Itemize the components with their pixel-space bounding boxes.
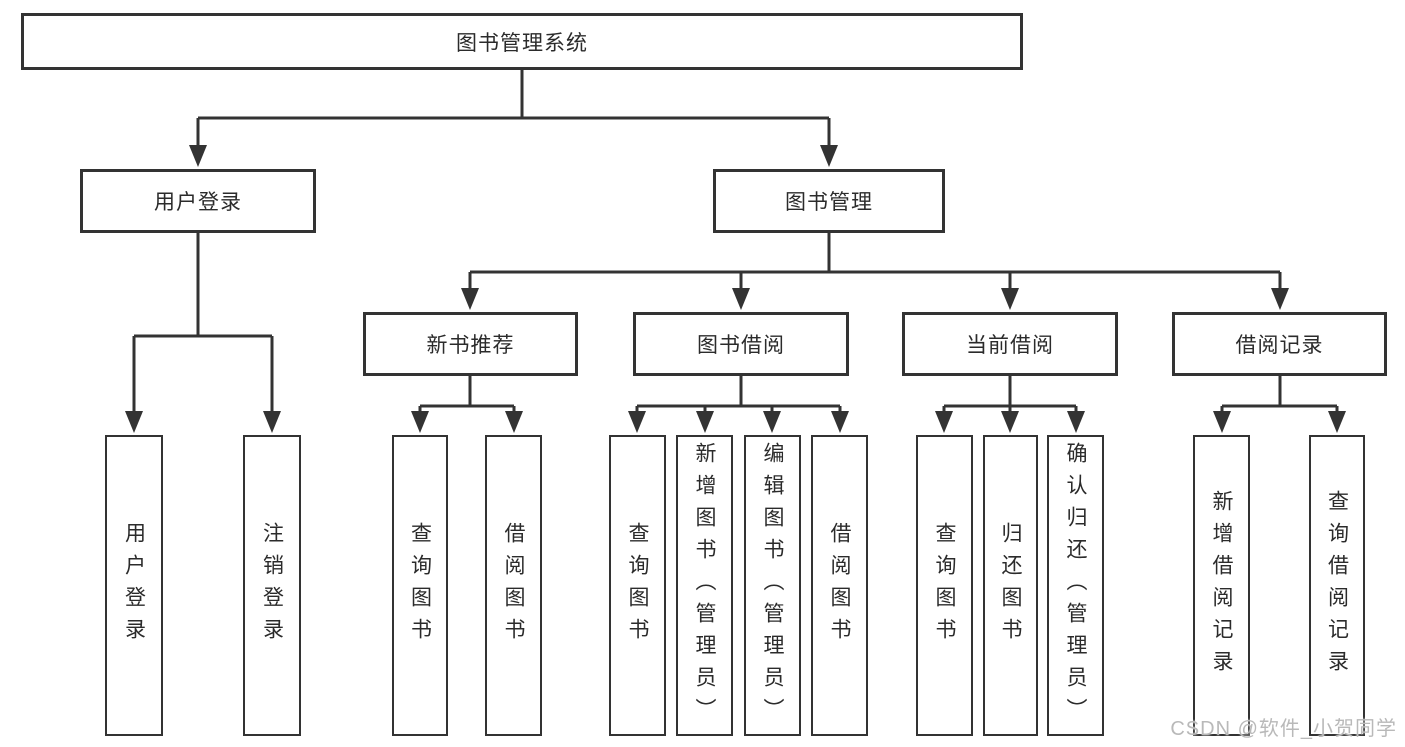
leaf-logout: 注销登录 (243, 435, 301, 736)
leaf-query-borrow-record: 查询借阅记录 (1309, 435, 1365, 736)
connector-root-to-level2 (196, 70, 831, 148)
leaf-newbook-query-books-label: 查询图书 (408, 521, 432, 650)
connector-book-borrow-split (635, 376, 842, 415)
leaf-user-login: 用户登录 (105, 435, 163, 736)
leaf-confirm-return-admin: 确认归还（管理员） (1047, 435, 1104, 736)
connector-borrow-record-split (1220, 376, 1339, 415)
leaf-edit-books-admin-label: 编辑图书（管理员） (761, 441, 784, 730)
connector-user-login-split (132, 233, 274, 415)
node-current-borrow: 当前借阅 (902, 312, 1118, 376)
node-book-borrow: 图书借阅 (633, 312, 849, 376)
node-current-borrow-label: 当前借阅 (966, 334, 1054, 357)
leaf-logout-label: 注销登录 (260, 521, 284, 650)
csdn-watermark: CSDN @软件_小贺同学 (1170, 718, 1397, 740)
node-book-borrow-label: 图书借阅 (697, 334, 785, 357)
leaf-add-books-admin: 新增图书（管理员） (676, 435, 733, 736)
node-new-book-recommend: 新书推荐 (363, 312, 578, 376)
node-user-login-label: 用户登录 (154, 191, 242, 214)
connector-current-borrow-split (942, 376, 1078, 415)
leaf-newbook-query-books: 查询图书 (392, 435, 448, 736)
leaf-newbook-borrow-books-label: 借阅图书 (502, 521, 525, 650)
node-library-management-system: 图书管理系统 (21, 13, 1023, 70)
arrowheads (125, 145, 1346, 433)
leaf-borrow-books: 借阅图书 (811, 435, 868, 736)
connector-new-book-split (418, 376, 516, 415)
leaf-confirm-return-admin-label: 确认归还（管理员） (1064, 441, 1087, 730)
leaf-current-query-books-label: 查询图书 (933, 521, 956, 650)
leaf-borrow-query-books: 查询图书 (609, 435, 666, 736)
node-library-management-system-label: 图书管理系统 (456, 31, 588, 55)
leaf-current-query-books: 查询图书 (916, 435, 973, 736)
leaf-return-books-label: 归还图书 (999, 521, 1022, 650)
node-borrow-records-label: 借阅记录 (1235, 334, 1324, 357)
leaf-add-borrow-record: 新增借阅记录 (1193, 435, 1250, 736)
leaf-borrow-query-books-label: 查询图书 (626, 521, 649, 650)
node-book-management: 图书管理 (713, 169, 945, 233)
node-user-login: 用户登录 (80, 169, 316, 233)
leaf-newbook-borrow-books: 借阅图书 (485, 435, 542, 736)
node-borrow-records: 借阅记录 (1172, 312, 1387, 376)
leaf-query-borrow-record-label: 查询借阅记录 (1325, 489, 1349, 682)
leaf-edit-books-admin: 编辑图书（管理员） (744, 435, 801, 736)
node-new-book-recommend-label: 新书推荐 (426, 334, 515, 357)
leaf-user-login-label: 用户登录 (122, 521, 146, 650)
leaf-add-books-admin-label: 新增图书（管理员） (693, 441, 716, 730)
leaf-add-borrow-record-label: 新增借阅记录 (1210, 489, 1233, 682)
node-book-management-label: 图书管理 (785, 191, 873, 214)
leaf-return-books: 归还图书 (983, 435, 1038, 736)
connector-book-management-split (468, 233, 1282, 290)
leaf-borrow-books-label: 借阅图书 (828, 521, 851, 650)
